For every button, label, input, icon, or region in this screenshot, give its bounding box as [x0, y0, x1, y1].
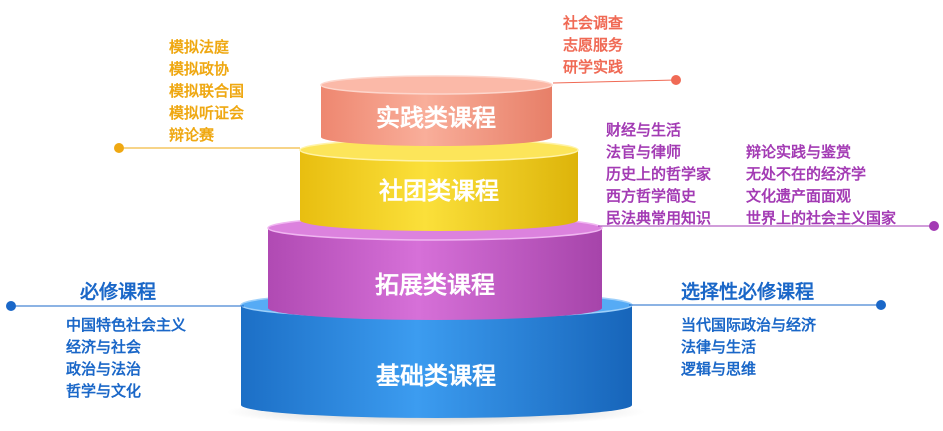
expand-item: 西方哲学简史 — [606, 187, 697, 205]
required-item: 哲学与文化 — [66, 382, 141, 400]
elective-item: 法律与生活 — [681, 338, 756, 356]
club-annotation: 模拟法庭 模拟政协 模拟联合国 模拟听证会 辩论赛 — [114, 38, 300, 153]
expand-item: 法官与律师 — [606, 143, 681, 161]
tier-base-bottom — [241, 392, 632, 418]
elective-annotation: 选择性必修课程 当代国际政治与经济 法律与生活 逻辑与思维 — [629, 280, 886, 378]
club-item: 模拟听证会 — [169, 104, 244, 122]
tier-expand-bottom — [268, 296, 602, 320]
tier-club-bottom — [300, 209, 578, 231]
expand-item: 文化遗产面面观 — [746, 187, 851, 205]
required-item: 政治与法治 — [66, 360, 141, 378]
tier-base-label: 基础类课程 — [376, 362, 496, 390]
tier-expand-label: 拓展类课程 — [375, 271, 495, 299]
tier-club: 社团类课程 — [299, 138, 579, 231]
club-item: 模拟法庭 — [169, 38, 230, 56]
elective-item: 逻辑与思维 — [681, 360, 756, 378]
required-item: 中国特色社会主义 — [66, 316, 186, 334]
practice-annotation: 社会调查 志愿服务 研学实践 — [552, 14, 681, 85]
expand-dot — [929, 221, 939, 231]
club-item: 模拟联合国 — [169, 82, 244, 100]
club-item: 模拟政协 — [169, 60, 229, 78]
elective-dot — [876, 300, 886, 310]
expand-item: 无处不在的经济学 — [745, 165, 866, 183]
expand-item: 辩论实践与鉴赏 — [746, 143, 851, 161]
expand-item: 财经与生活 — [606, 121, 681, 139]
practice-dot — [671, 75, 681, 85]
tier-practice: 实践类课程 — [320, 75, 553, 146]
tier-practice-bottom — [321, 128, 552, 146]
tier-expand-side — [268, 228, 602, 308]
club-dot — [114, 143, 124, 153]
tier-base-side — [241, 305, 632, 405]
tier-club-label: 社团类课程 — [379, 177, 499, 205]
tier-practice-label: 实践类课程 — [376, 104, 496, 132]
club-item: 辩论赛 — [169, 126, 215, 144]
expand-item: 世界上的社会主义国家 — [746, 209, 896, 227]
expand-item: 历史上的哲学家 — [606, 165, 711, 183]
required-title: 必修课程 — [79, 280, 156, 303]
tier-expand: 拓展类课程 — [267, 215, 603, 320]
practice-item: 研学实践 — [563, 58, 623, 76]
expand-item: 民法典常用知识 — [606, 209, 711, 227]
required-annotation: 必修课程 中国特色社会主义 经济与社会 政治与法治 哲学与文化 — [6, 280, 244, 400]
practice-item: 志愿服务 — [563, 36, 624, 54]
required-dot — [6, 301, 16, 311]
elective-title: 选择性必修课程 — [681, 280, 814, 303]
practice-connector — [552, 79, 677, 84]
practice-item: 社会调查 — [562, 14, 624, 32]
elective-item: 当代国际政治与经济 — [681, 316, 817, 334]
tier-practice-top — [320, 75, 553, 95]
required-item: 经济与社会 — [66, 338, 141, 356]
expand-annotation: 财经与生活 法官与律师 历史上的哲学家 西方哲学简史 民法典常用知识 辩论实践与… — [598, 121, 939, 231]
tier-base: 基础类课程 — [240, 291, 633, 418]
